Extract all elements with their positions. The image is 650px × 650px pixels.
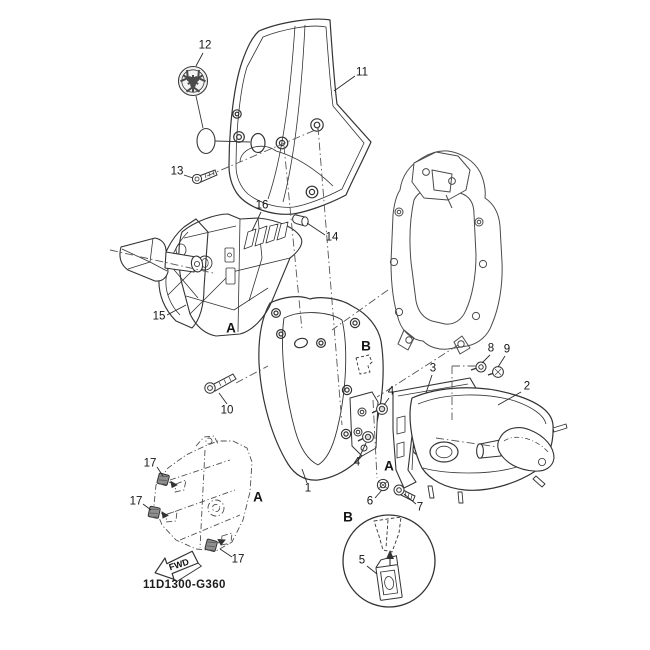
bolt-4a: [371, 403, 388, 415]
inner-panel-16: [178, 213, 303, 337]
diagram-part-code: 11D1300-G360: [143, 579, 226, 591]
turn-signal-right: [476, 427, 555, 472]
callout-7: 7: [416, 501, 424, 514]
phantom-bracket: [153, 435, 253, 552]
callout-2: 2: [523, 380, 531, 393]
callout-15: 15: [152, 310, 166, 323]
bolt-4b: [357, 431, 374, 443]
callout-8: 8: [487, 342, 495, 355]
stay-bracket: [389, 150, 503, 355]
bolt-10: [204, 373, 237, 394]
clip-location-b: [355, 354, 373, 375]
callout-13: 13: [170, 165, 184, 178]
clip-nut-5: [375, 555, 403, 601]
view-label-a-3: A: [253, 489, 263, 505]
emblem-gasket: [196, 127, 216, 155]
view-label-a-2: A: [384, 458, 394, 474]
fwd-arrow: FWD: [154, 550, 203, 582]
screw-8: [470, 361, 487, 373]
emblem: [177, 65, 251, 155]
turn-signal-left: [119, 237, 204, 282]
nut-6: [376, 478, 390, 492]
callout-17-b: 17: [129, 495, 143, 508]
callout-17-c: 17: [231, 553, 245, 566]
callout-4-b: 4: [353, 456, 361, 469]
nut-14: [292, 214, 309, 227]
damper-17a: [156, 472, 170, 486]
view-label-a-1: A: [226, 320, 236, 336]
windshield-part: [228, 18, 372, 215]
callout-10: 10: [220, 404, 234, 417]
emblem-hole: [250, 132, 266, 154]
damper-17b: [147, 505, 161, 519]
detail-circle-b: [342, 514, 436, 608]
bolt-13: [191, 169, 218, 185]
callout-12: 12: [198, 39, 212, 52]
callout-14: 14: [325, 231, 339, 244]
damper-arrows: [160, 480, 226, 546]
view-label-b-1: B: [361, 338, 371, 354]
callout-9: 9: [503, 343, 511, 356]
view-label-b-2: B: [343, 509, 353, 525]
axis-lines: [109, 126, 499, 479]
leader-lines: [142, 52, 522, 575]
clip-bracket-dashed: [373, 516, 402, 553]
callout-5: 5: [358, 554, 366, 567]
callout-1: 1: [304, 482, 312, 495]
bolt-7: [393, 484, 416, 502]
callout-4-a: 4: [387, 385, 395, 398]
callout-6: 6: [366, 495, 374, 508]
callout-17-a: 17: [143, 457, 157, 470]
callout-3: 3: [429, 362, 437, 375]
damper-17c: [204, 538, 218, 552]
screw-9: [487, 366, 504, 378]
callout-11: 11: [356, 66, 368, 79]
callout-16: 16: [255, 199, 269, 212]
